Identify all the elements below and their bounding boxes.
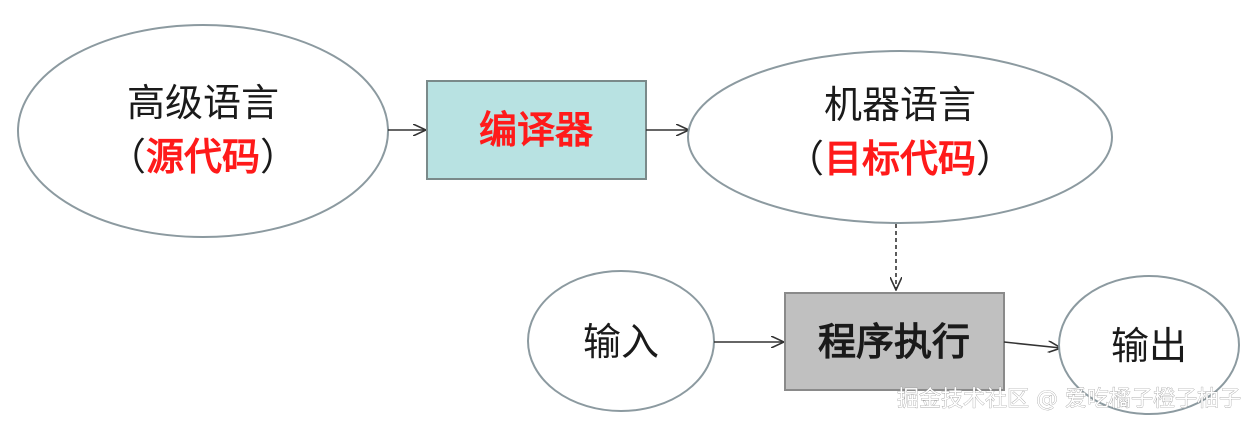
source-code-node: 高级语言 （源代码） bbox=[17, 24, 389, 238]
source-code-highlight: 源代码 bbox=[146, 135, 260, 179]
compiler-label: 编译器 bbox=[479, 108, 594, 152]
target-code-node: 机器语言 （目标代码） bbox=[687, 50, 1113, 224]
target-code-sublabel: （目标代码） bbox=[786, 137, 1014, 181]
input-node: 输入 bbox=[527, 270, 715, 412]
arrow-execution-to-output bbox=[1003, 342, 1061, 348]
machine-language-label: 机器语言 bbox=[824, 83, 976, 127]
source-language-label: 高级语言 bbox=[127, 81, 279, 125]
watermark-text: 掘金技术社区 @ 爱吃橘子橙子柚子 bbox=[897, 387, 1241, 412]
target-code-ellipse bbox=[687, 50, 1113, 224]
target-close-paren: ） bbox=[976, 137, 1014, 181]
execution-box bbox=[784, 292, 1005, 391]
target-code-highlight: 目标代码 bbox=[824, 137, 976, 181]
output-ellipse bbox=[1058, 275, 1240, 415]
execution-label: 程序执行 bbox=[818, 320, 970, 364]
input-ellipse bbox=[527, 270, 715, 412]
source-code-ellipse bbox=[17, 24, 389, 238]
compiler-node: 编译器 bbox=[426, 80, 647, 180]
source-open-paren: （ bbox=[108, 135, 146, 179]
output-node: 输出 bbox=[1058, 275, 1240, 415]
target-open-paren: （ bbox=[786, 137, 824, 181]
input-label: 输入 bbox=[583, 320, 659, 364]
source-close-paren: ） bbox=[260, 135, 298, 179]
source-code-sublabel: （源代码） bbox=[108, 135, 298, 179]
execution-node: 程序执行 bbox=[784, 292, 1005, 391]
output-label: 输出 bbox=[1111, 324, 1187, 368]
